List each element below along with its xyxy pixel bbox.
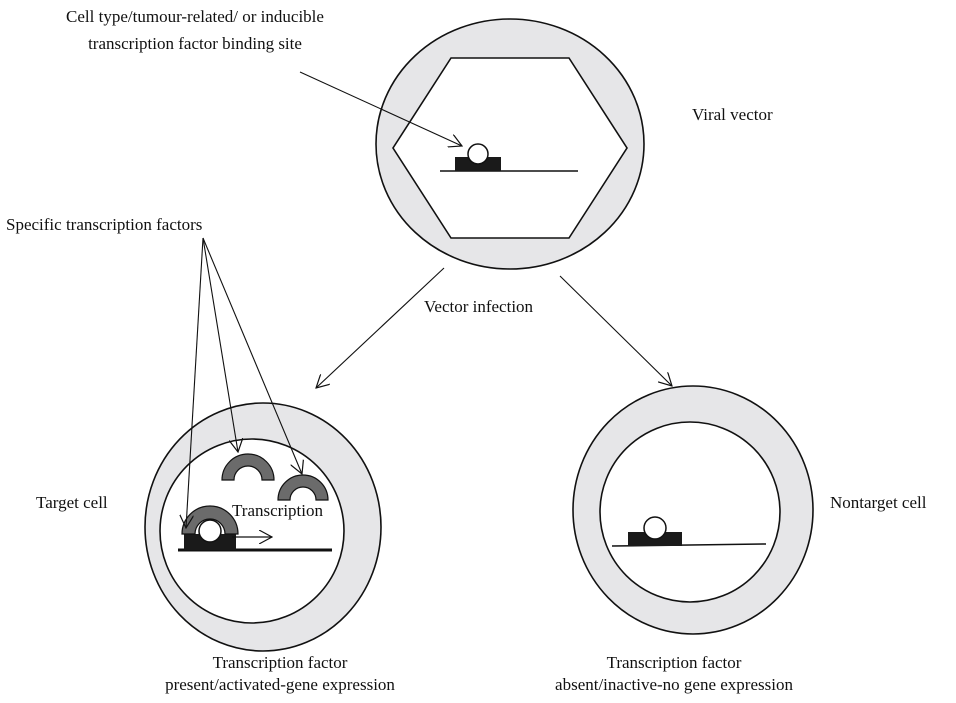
transcription-factor-free-1 <box>221 453 275 481</box>
target-promoter-circle <box>198 519 222 543</box>
infection-arrow-left <box>316 267 445 388</box>
caption-left: Transcription factor present/activated-g… <box>130 652 430 696</box>
tf-pointer-arrow-3 <box>186 237 204 528</box>
infection-arrow-right <box>559 275 672 386</box>
viral-vector-label: Viral vector <box>692 105 773 124</box>
caption-left-line2: present/activated-gene expression <box>165 675 395 694</box>
caption-right: Transcription factor absent/inactive-no … <box>524 652 824 696</box>
nontarget-promoter-circle <box>643 516 667 540</box>
binding-site-label-line2: transcription factor binding site <box>88 34 302 53</box>
viral-vector-hexagon <box>392 57 628 239</box>
transcription-label: Transcription <box>232 501 323 520</box>
caption-left-line1: Transcription factor <box>212 653 348 672</box>
target-cell-label: Target cell <box>36 493 108 512</box>
vector-promoter-circle <box>467 143 489 165</box>
transcription-factor-free-2 <box>277 474 329 501</box>
binding-site-pointer-arrow <box>299 71 462 146</box>
binding-site-label: Cell type/tumour-related/ or inducible t… <box>20 6 370 55</box>
viral-vector <box>375 18 645 270</box>
caption-right-line2: absent/inactive-no gene expression <box>555 675 793 694</box>
nontarget-cell-label: Nontarget cell <box>830 493 927 512</box>
nontarget-cell-nucleus <box>599 421 781 603</box>
binding-site-label-line1: Cell type/tumour-related/ or inducible <box>66 7 324 26</box>
specific-tf-label: Specific transcription factors <box>6 215 203 234</box>
caption-right-line1: Transcription factor <box>606 653 742 672</box>
tf-pointer-arrow-1 <box>202 237 238 452</box>
transcription-factor-bound <box>181 505 239 535</box>
nontarget-cell <box>572 385 814 635</box>
target-cell <box>144 402 382 652</box>
vector-infection-label: Vector infection <box>424 297 534 316</box>
tf-pointer-arrow-2 <box>202 237 302 474</box>
